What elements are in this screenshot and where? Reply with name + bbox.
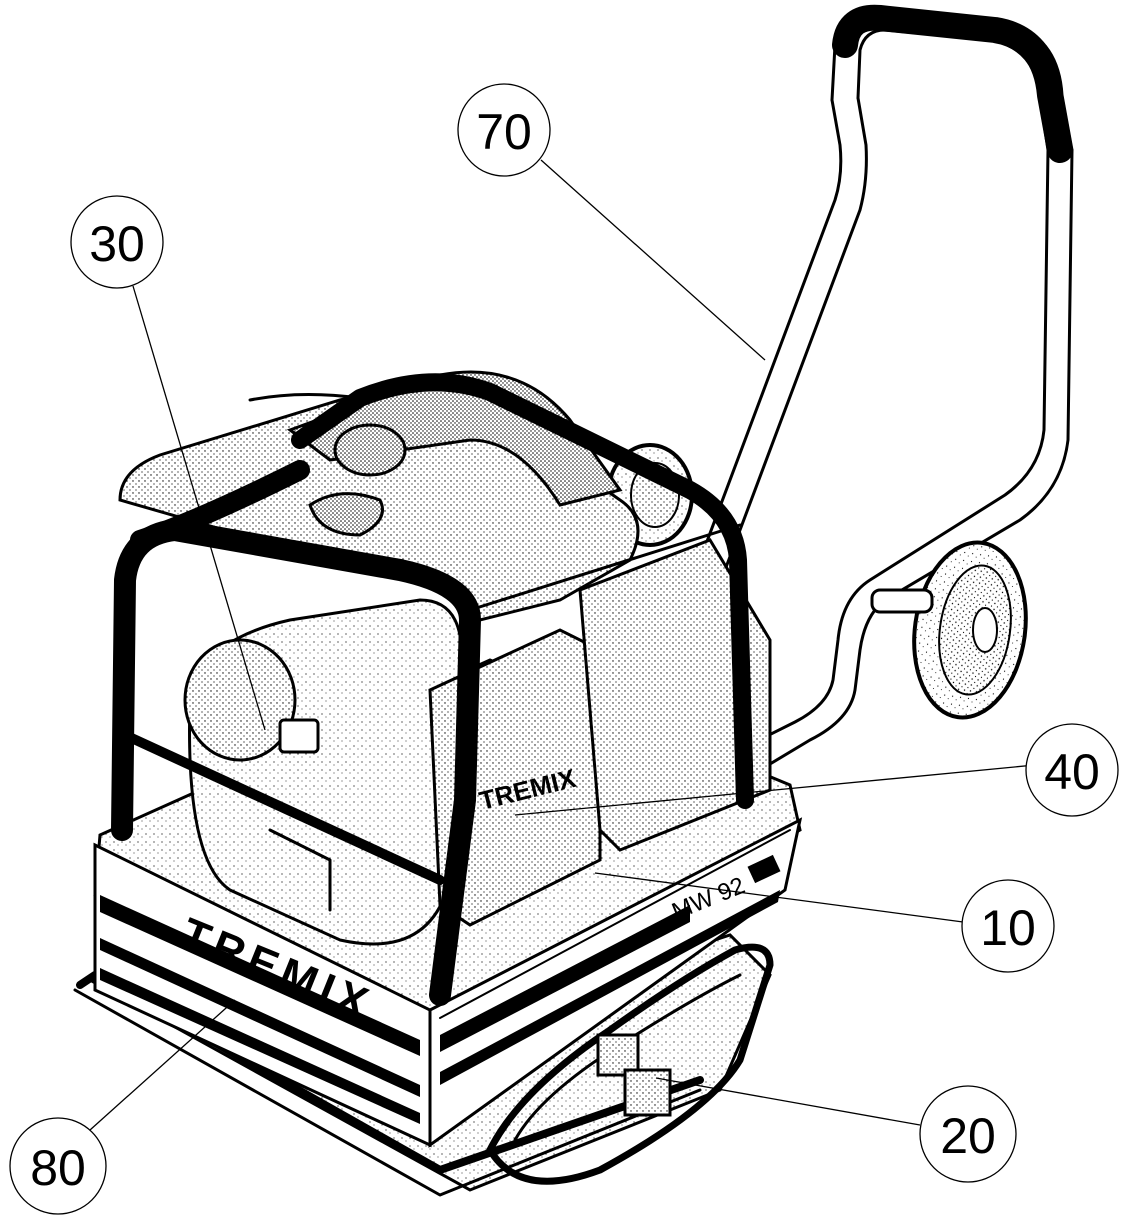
leader-30 [132,285,266,731]
leader-lines [89,159,1036,1131]
leader-80 [89,999,236,1131]
callout-40: 40 [1025,723,1119,817]
callout-10: 10 [961,879,1055,973]
callout-label-80: 80 [30,1140,86,1196]
callout-70: 70 [457,83,551,177]
leader-40 [514,764,1036,816]
callout-label-40: 40 [1044,744,1100,800]
leader-20 [655,1077,921,1126]
callout-label-30: 30 [89,216,145,272]
callout-label-10: 10 [980,900,1036,956]
handle [698,4,1074,772]
callout-30: 30 [70,195,164,289]
callout-20: 20 [919,1085,1017,1183]
leader-10 [594,872,964,923]
leader-70 [540,159,766,361]
callout-label-70: 70 [476,104,532,160]
callout-80: 80 [9,1117,107,1215]
callout-label-20: 20 [940,1108,996,1164]
wheel-right [870,540,1028,720]
protection-frame [111,373,754,1006]
